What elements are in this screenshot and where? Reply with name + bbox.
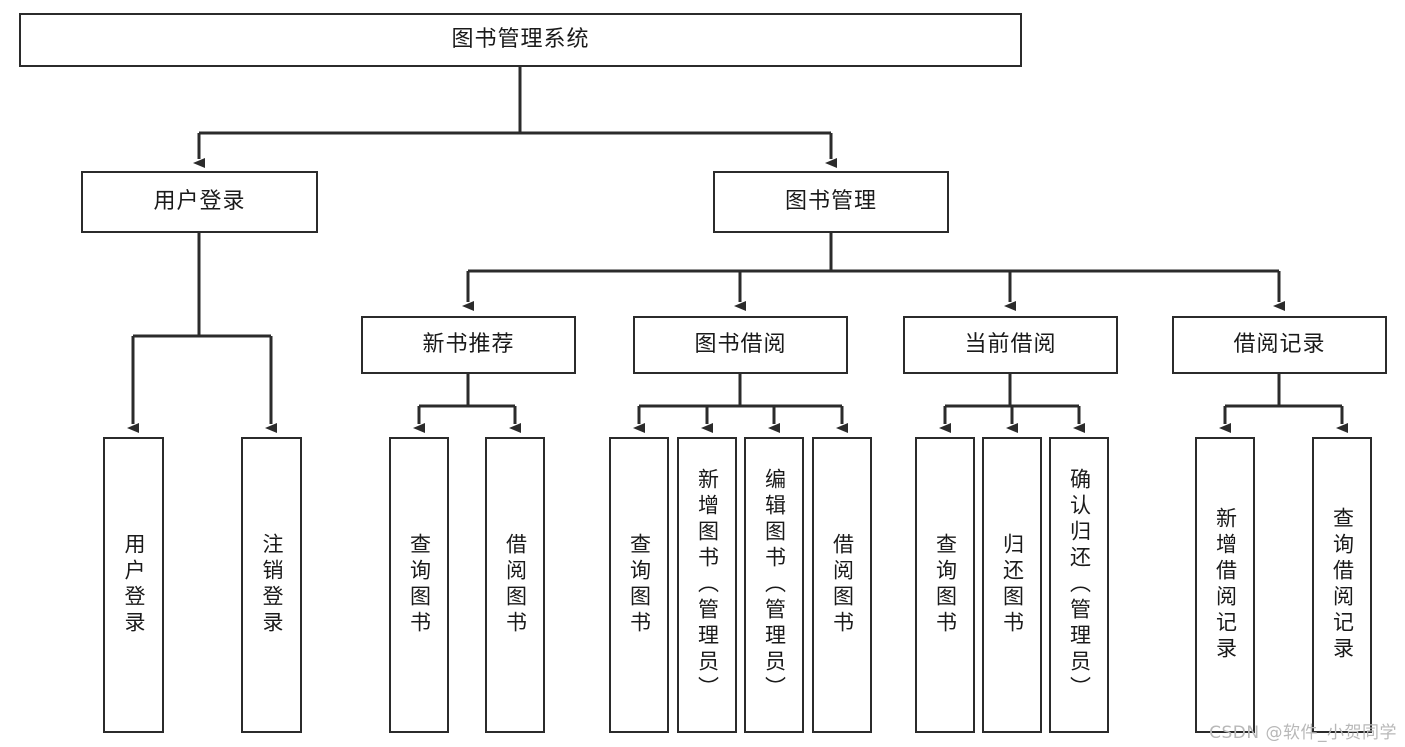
leaf-label: 新增借阅记录 xyxy=(1213,507,1238,663)
leaf-label: 编辑图书（管理员） xyxy=(762,468,787,702)
node-current-borrow[interactable]: 当前借阅 xyxy=(903,316,1118,374)
leaf-edit-book[interactable]: 编辑图书（管理员） xyxy=(744,437,804,733)
node-root-system[interactable]: 图书管理系统 xyxy=(19,13,1022,67)
leaf-logout-login[interactable]: 注销登录 xyxy=(241,437,302,733)
leaf-confirm-return[interactable]: 确认归还（管理员） xyxy=(1049,437,1109,733)
leaf-return-book[interactable]: 归还图书 xyxy=(982,437,1042,733)
leaf-label: 注销登录 xyxy=(260,533,284,637)
node-borrow-record[interactable]: 借阅记录 xyxy=(1172,316,1387,374)
leaf-label: 新增图书（管理员） xyxy=(695,468,720,702)
leaf-borrow-book-1[interactable]: 借阅图书 xyxy=(485,437,545,733)
leaf-label: 查询图书 xyxy=(627,533,652,637)
node-book-management[interactable]: 图书管理 xyxy=(713,171,949,233)
node-book-borrow[interactable]: 图书借阅 xyxy=(633,316,848,374)
leaf-label: 借阅图书 xyxy=(503,533,528,637)
node-user-login[interactable]: 用户登录 xyxy=(81,171,318,233)
leaf-label: 归还图书 xyxy=(1000,533,1025,637)
leaf-label: 查询图书 xyxy=(407,533,432,637)
node-new-book-recommend[interactable]: 新书推荐 xyxy=(361,316,576,374)
watermark-text: CSDN @软件_小贺同学 xyxy=(1209,723,1397,743)
leaf-borrow-book-2[interactable]: 借阅图书 xyxy=(812,437,872,733)
leaf-add-record[interactable]: 新增借阅记录 xyxy=(1195,437,1255,733)
leaf-query-book-3[interactable]: 查询图书 xyxy=(915,437,975,733)
leaf-label: 确认归还（管理员） xyxy=(1067,468,1092,702)
leaf-query-book-2[interactable]: 查询图书 xyxy=(609,437,669,733)
leaf-label: 借阅图书 xyxy=(830,533,855,637)
leaf-label: 用户登录 xyxy=(122,533,146,637)
leaf-user-login[interactable]: 用户登录 xyxy=(103,437,164,733)
leaf-query-book-1[interactable]: 查询图书 xyxy=(389,437,449,733)
leaf-add-book[interactable]: 新增图书（管理员） xyxy=(677,437,737,733)
leaf-query-record[interactable]: 查询借阅记录 xyxy=(1312,437,1372,733)
leaf-label: 查询图书 xyxy=(933,533,958,637)
leaf-label: 查询借阅记录 xyxy=(1330,507,1355,663)
